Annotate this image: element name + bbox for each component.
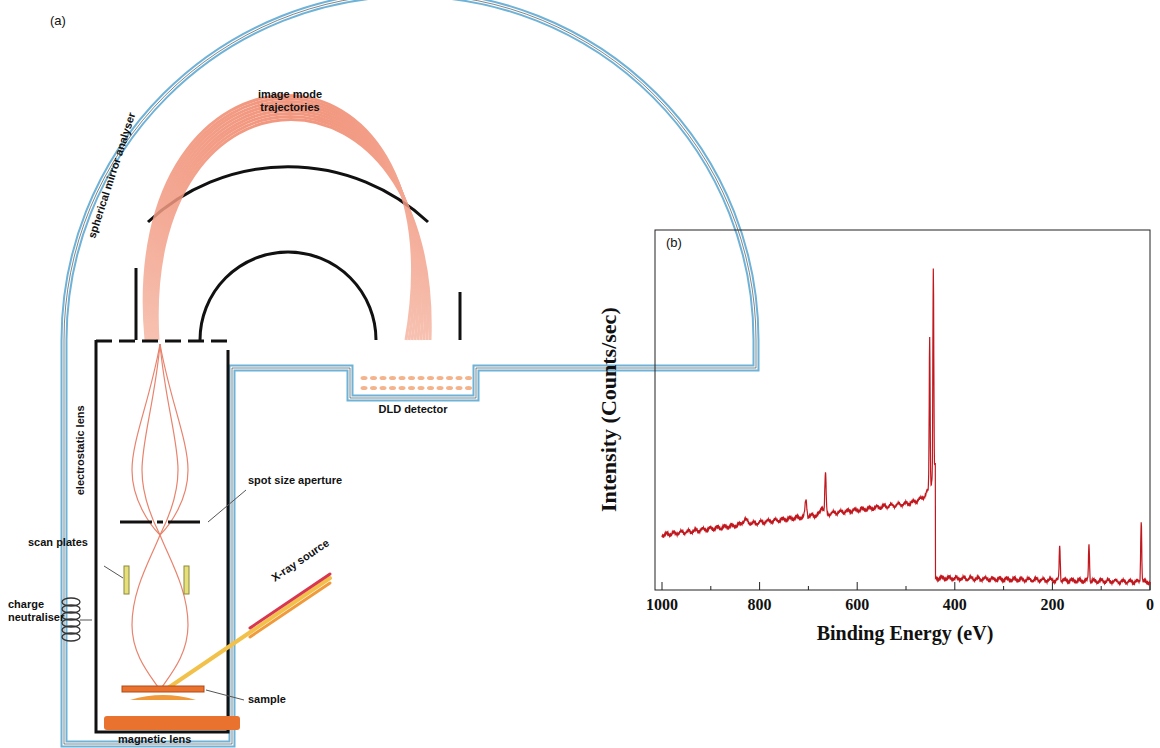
dld-detector xyxy=(361,376,473,390)
part-label: charge neutraliser xyxy=(8,598,64,623)
tick-label: 400 xyxy=(943,596,967,614)
tick-label: 600 xyxy=(845,596,869,614)
spot-size-aperture xyxy=(120,521,200,524)
chart-frame xyxy=(655,230,1150,590)
part-label: spot size aperture xyxy=(248,474,342,487)
part-label: electrostatic lens xyxy=(74,405,87,495)
vacuum-housing xyxy=(64,0,756,744)
part-label: magnetic lens xyxy=(118,733,191,746)
part-label: X-ray source xyxy=(269,536,331,584)
axis-title: Binding Energy (eV) xyxy=(817,622,994,645)
scan-plates xyxy=(124,566,189,594)
panel-letter: (b) xyxy=(666,236,682,251)
charge-neutraliser-coil xyxy=(62,598,80,641)
part-label: scan plates xyxy=(28,536,100,549)
part-label: sample xyxy=(248,693,286,706)
leader-lines xyxy=(80,490,246,700)
spectrum-line xyxy=(662,269,1150,585)
tick-label: 1000 xyxy=(646,596,678,614)
region-label: image mode trajectories xyxy=(245,88,335,113)
tick-label: 0 xyxy=(1146,596,1154,614)
lens-column xyxy=(96,340,228,732)
magnetic-lens xyxy=(104,716,240,730)
part-label: DLD detector xyxy=(378,403,447,416)
panel-letter: (a) xyxy=(50,14,66,29)
axis-title: Intensity (Counts/sec) xyxy=(595,308,620,513)
tick-label: 800 xyxy=(748,596,772,614)
sample xyxy=(122,686,204,700)
lens-rays xyxy=(132,344,188,690)
x-ray-beam xyxy=(168,574,330,688)
electron-trajectories xyxy=(144,96,430,341)
part-label: spherical mirror analyser xyxy=(86,111,139,240)
tick-label: 200 xyxy=(1040,596,1064,614)
